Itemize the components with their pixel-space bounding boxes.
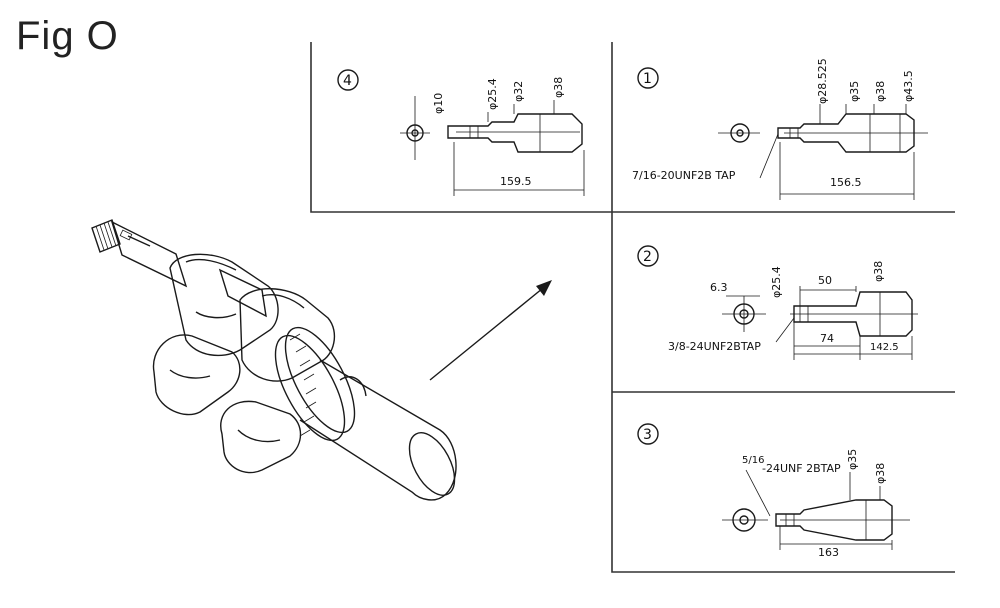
p4-dim-3: φ32: [512, 81, 525, 102]
p2-tap: 3/8-24UNF2BTAP: [668, 340, 761, 353]
p2-dim-3: 50: [818, 274, 832, 287]
panel-3: 3 5/16 -24UNF 2BTAP φ35 φ38 163: [637, 423, 910, 559]
p2-dim-1: 6.3: [710, 281, 728, 294]
p1-dim-3: φ38: [874, 81, 887, 102]
p3-dim-1: φ35: [846, 449, 859, 470]
p3-length: 163: [818, 546, 839, 559]
p2-dim-4: φ38: [872, 261, 885, 282]
pointer-arrow: [429, 280, 552, 381]
p4-length: 159.5: [500, 175, 532, 188]
p4-dim-2: φ25.4: [486, 78, 499, 110]
p2-length-1: 74: [820, 332, 834, 345]
p2-dim-2: φ25.4: [770, 266, 783, 298]
p1-tap: 7/16-20UNF2B TAP: [632, 169, 736, 182]
p3-tap-fraction: 5/16: [742, 455, 764, 466]
panel-4-number: 4: [343, 73, 352, 89]
p1-dim-4: φ43.5: [902, 70, 915, 102]
p1-length: 156.5: [830, 176, 862, 189]
p1-dim-2: φ35: [848, 81, 861, 102]
figure-title: Fig O: [16, 14, 119, 58]
panel-4: 4 φ10 φ25.4 φ32 φ38 159.5: [337, 69, 585, 196]
p4-dim-4: φ38: [552, 77, 565, 98]
p4-dim-1: φ10: [432, 93, 445, 114]
p2-length-2: 142.5: [870, 342, 899, 353]
p3-tap: -24UNF 2BTAP: [762, 462, 841, 475]
crankshaft-illustration: [91, 219, 457, 501]
p1-dim-1: φ28.525: [816, 58, 829, 104]
panel-1: 1 φ28.525 φ35 φ38 φ43.5 156.5 7/16-20UNF…: [632, 58, 928, 200]
panel-3-number: 3: [643, 427, 652, 443]
panel-frames: [310, 42, 955, 573]
p3-dim-2: φ38: [874, 463, 887, 484]
panel-1-number: 1: [643, 71, 652, 87]
panel-2: 2 6.3 φ25.4 50 φ38 74 142.5 3/8-24UNF2BT…: [637, 245, 918, 360]
panel-2-number: 2: [643, 249, 652, 265]
